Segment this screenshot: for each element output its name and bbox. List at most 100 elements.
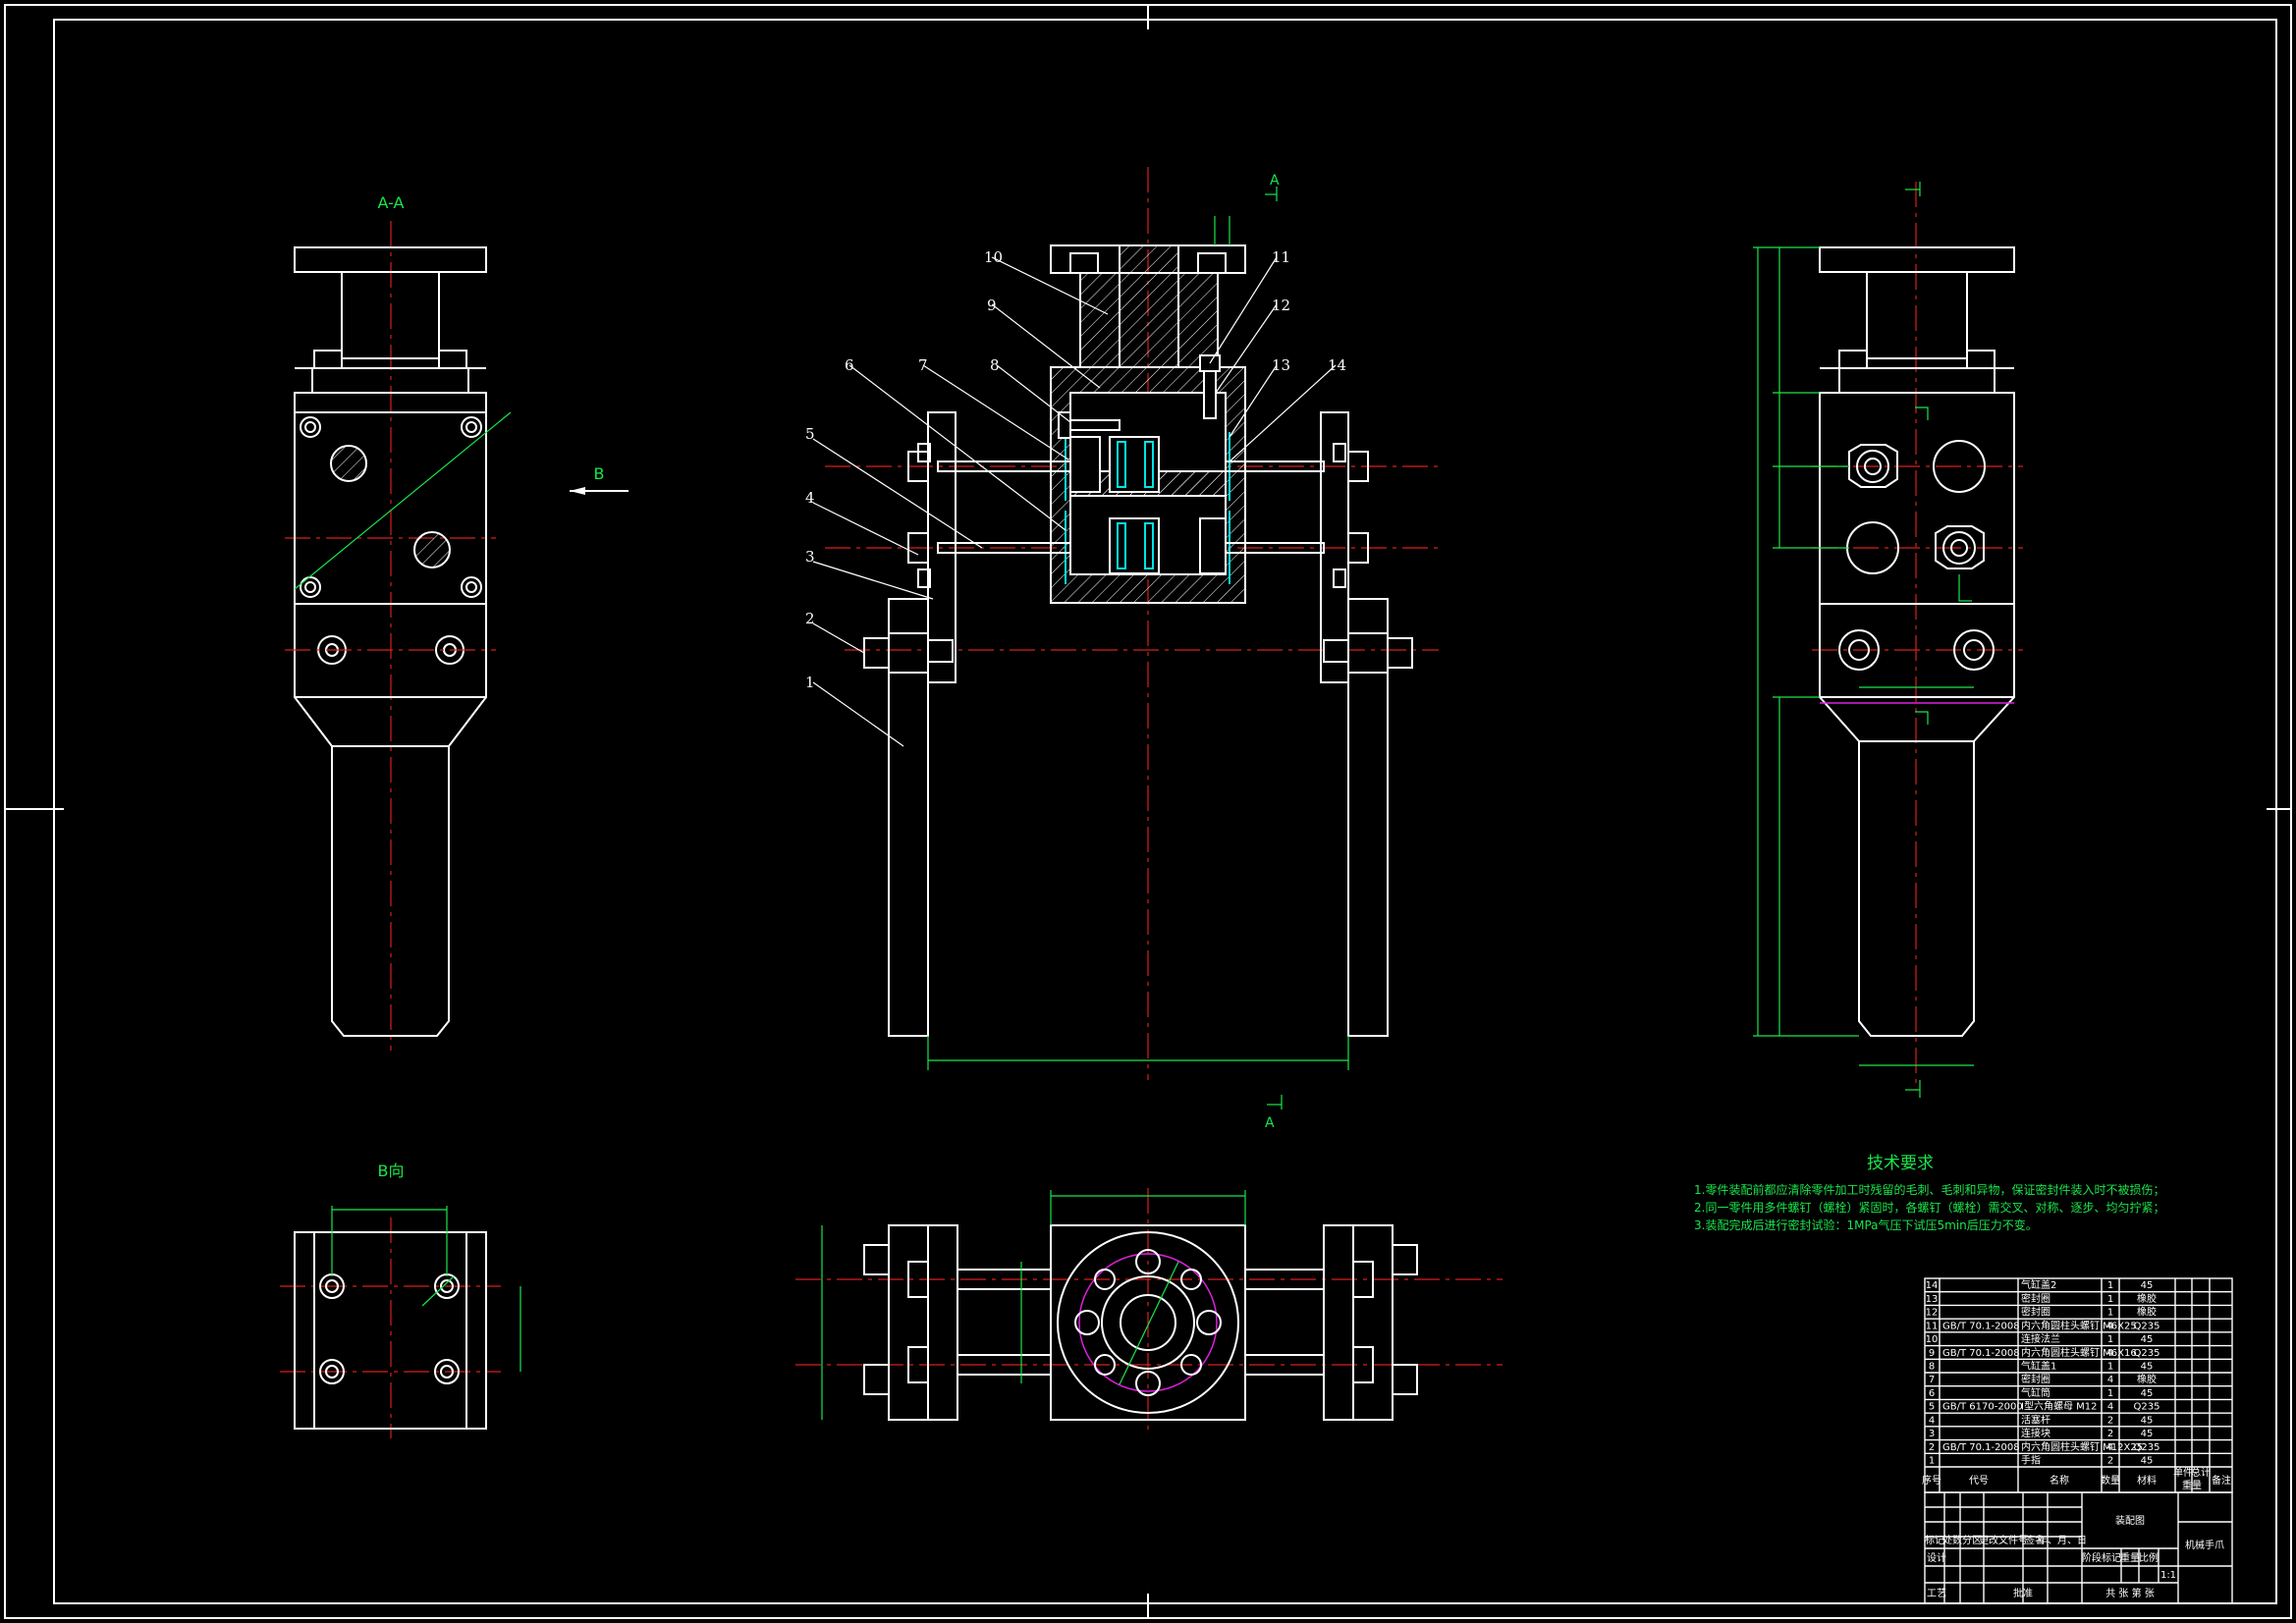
title-sign: 签名 (2025, 1534, 2045, 1546)
part-numbers: 1 2 3 4 5 6 7 8 9 10 11 12 13 14 (805, 248, 1346, 691)
bom-cell-no: 5 (1929, 1402, 1935, 1413)
bom-cell-no: 2 (1929, 1442, 1935, 1453)
arrow-b-label: B (594, 464, 605, 483)
part-number: 5 (805, 425, 815, 443)
part-number: 10 (984, 248, 1003, 266)
bom-cell-qty: 4 (2107, 1321, 2113, 1331)
bom-header-weight: 重量 (2182, 1479, 2202, 1491)
part-number: 9 (987, 297, 997, 314)
bom-cell-qty: 1 (2107, 1308, 2113, 1319)
bom-cell-no: 14 (1926, 1280, 1939, 1291)
title-ratio: 比例 (2139, 1551, 2159, 1564)
bom-header-single: 单件 (2173, 1467, 2193, 1479)
bom-cell-no: 10 (1926, 1334, 1939, 1345)
view-b-label: B向 (378, 1162, 405, 1180)
bom-cell-material: 橡胶 (2137, 1373, 2157, 1385)
bom-header-name: 名称 (2050, 1474, 2069, 1487)
bom-cell-material: 45 (2141, 1415, 2154, 1426)
title-zone: 分区 (1962, 1535, 1982, 1546)
bom-cell-material: 45 (2141, 1280, 2154, 1291)
title-drawing-name: 装配图 (2115, 1514, 2145, 1527)
bom-cell-material: 45 (2141, 1334, 2154, 1345)
part-number: 7 (918, 356, 928, 374)
tech-req-line: 1.零件装配前都应清除零件加工时残留的毛刺、毛刺和异物，保证密封件装入时不被损伤… (1694, 1182, 2164, 1197)
bom-cell-qty: 2 (2107, 1429, 2113, 1439)
bom-header-no: 序号 (1922, 1474, 1941, 1487)
bom-cell-qty: 1 (2107, 1362, 2113, 1373)
bom-cell-qty: 4 (2107, 1348, 2113, 1359)
bom-cell-name: 内六角圆柱头螺钉 M6X16 (2021, 1346, 2137, 1359)
title-marks: 标记 (1925, 1535, 1944, 1546)
title-change: 更改文件号 (1979, 1534, 2028, 1546)
part-number: 2 (805, 610, 815, 627)
part-number: 1 (805, 674, 815, 691)
bom-cell-qty: 2 (2107, 1456, 2113, 1467)
bom-cell-code: GB/T 70.1-2008 (1942, 1321, 2020, 1331)
bom-cell-name: 连接法兰 (2021, 1332, 2060, 1345)
bom-cell-no: 11 (1926, 1321, 1939, 1331)
bom-cell-qty: 1 (2107, 1294, 2113, 1305)
bom-cell-no: 1 (1929, 1456, 1935, 1467)
arrow-a-top: A (1270, 173, 1280, 189)
part-number: 12 (1272, 297, 1290, 314)
title-approve: 批准 (2013, 1587, 2033, 1599)
section-aa-label: A-A (378, 193, 405, 212)
view-b: B向 (280, 1162, 521, 1438)
bom-cell-material: 45 (2141, 1362, 2154, 1373)
right-side-view (1753, 182, 2023, 1098)
bom-cell-qty: 4 (2107, 1375, 2113, 1385)
part-number: 11 (1272, 248, 1290, 266)
part-number: 6 (845, 356, 854, 374)
bom-cell-no: 3 (1929, 1429, 1935, 1439)
bom-cell-name: 活塞杆 (2021, 1413, 2050, 1426)
bom-cell-code: GB/T 70.1-2008 (1942, 1348, 2020, 1359)
bom-cell-name: 手指 (2021, 1454, 2041, 1467)
bom-cell-no: 4 (1929, 1415, 1935, 1426)
bom-cell-code: GB/T 70.1-2008 (1942, 1442, 2020, 1453)
bom-cell-material: 橡胶 (2137, 1292, 2157, 1305)
bom-cell-no: 6 (1929, 1388, 1935, 1399)
title-block: 装配图 机械手爪 阶段标记 重量 比例 1:1 共 张 第 张 标记 处数 分区… (1924, 1491, 2233, 1604)
bom-cell-name: 连接块 (2021, 1427, 2050, 1439)
bom-cell-material: 橡胶 (2137, 1306, 2157, 1319)
bom-header-code: 代号 (1969, 1475, 1989, 1487)
bom-header-total: 总计 (2191, 1466, 2211, 1479)
title-weight: 重量 (2120, 1551, 2140, 1564)
title-design: 设计 (1927, 1551, 1946, 1564)
title-stage: 阶段标记 (2082, 1551, 2121, 1564)
bom-cell-name: 气缸筒 (2021, 1386, 2050, 1399)
bom-header-qty: 数量 (2101, 1474, 2120, 1487)
bom-cell-name: 密封圈 (2021, 1292, 2050, 1305)
bom-cell-name: 密封圈 (2021, 1306, 2050, 1319)
top-view (795, 1188, 1503, 1434)
bom-cell-qty: 2 (2107, 1415, 2113, 1426)
title-date: 年、月、日 (2038, 1534, 2087, 1546)
view-b-arrow: B (570, 464, 629, 495)
front-view: A A (805, 167, 1439, 1131)
bom-cell-no: 7 (1929, 1375, 1935, 1385)
bom-header-note: 备注 (2212, 1474, 2231, 1487)
title-product: 机械手爪 (2185, 1539, 2224, 1551)
bom-cell-qty: 1 (2107, 1388, 2113, 1399)
tech-requirements: 技术要求 1.零件装配前都应清除零件加工时残留的毛刺、毛刺和异物，保证密封件装入… (1694, 1154, 2164, 1232)
part-leaders (812, 256, 1337, 747)
title-qty: 处数 (1942, 1534, 1962, 1546)
title-process: 工艺 (1927, 1588, 1946, 1599)
title-sheet: 共 张 第 张 (2105, 1587, 2155, 1599)
bom-cell-qty: 1 (2107, 1334, 2113, 1345)
bom-cell-material: 45 (2141, 1388, 2154, 1399)
bom-cell-material: Q235 (2134, 1348, 2160, 1359)
bom-cell-no: 13 (1926, 1294, 1939, 1305)
tech-req-line: 3.装配完成后进行密封试验：1MPa气压下试压5min后压力不变。 (1694, 1217, 2038, 1232)
bom-cell-material: Q235 (2134, 1442, 2160, 1453)
bom-cell-no: 8 (1929, 1362, 1935, 1373)
part-number: 14 (1328, 356, 1346, 374)
tech-req-line: 2.同一零件用多件螺钉（螺栓）紧固时，各螺钉（螺栓）需交叉、对称、逐步、均匀拧紧… (1694, 1200, 2164, 1215)
bom-cell-name: I型六角螺母 M12 (2021, 1400, 2097, 1413)
bom-cell-name: 内六角圆柱头螺钉 M6X25 (2021, 1319, 2137, 1331)
bom-cell-qty: 4 (2107, 1402, 2113, 1413)
bom-cell-name: 气缸盖1 (2021, 1360, 2056, 1373)
bom-header-material: 材料 (2137, 1474, 2157, 1487)
